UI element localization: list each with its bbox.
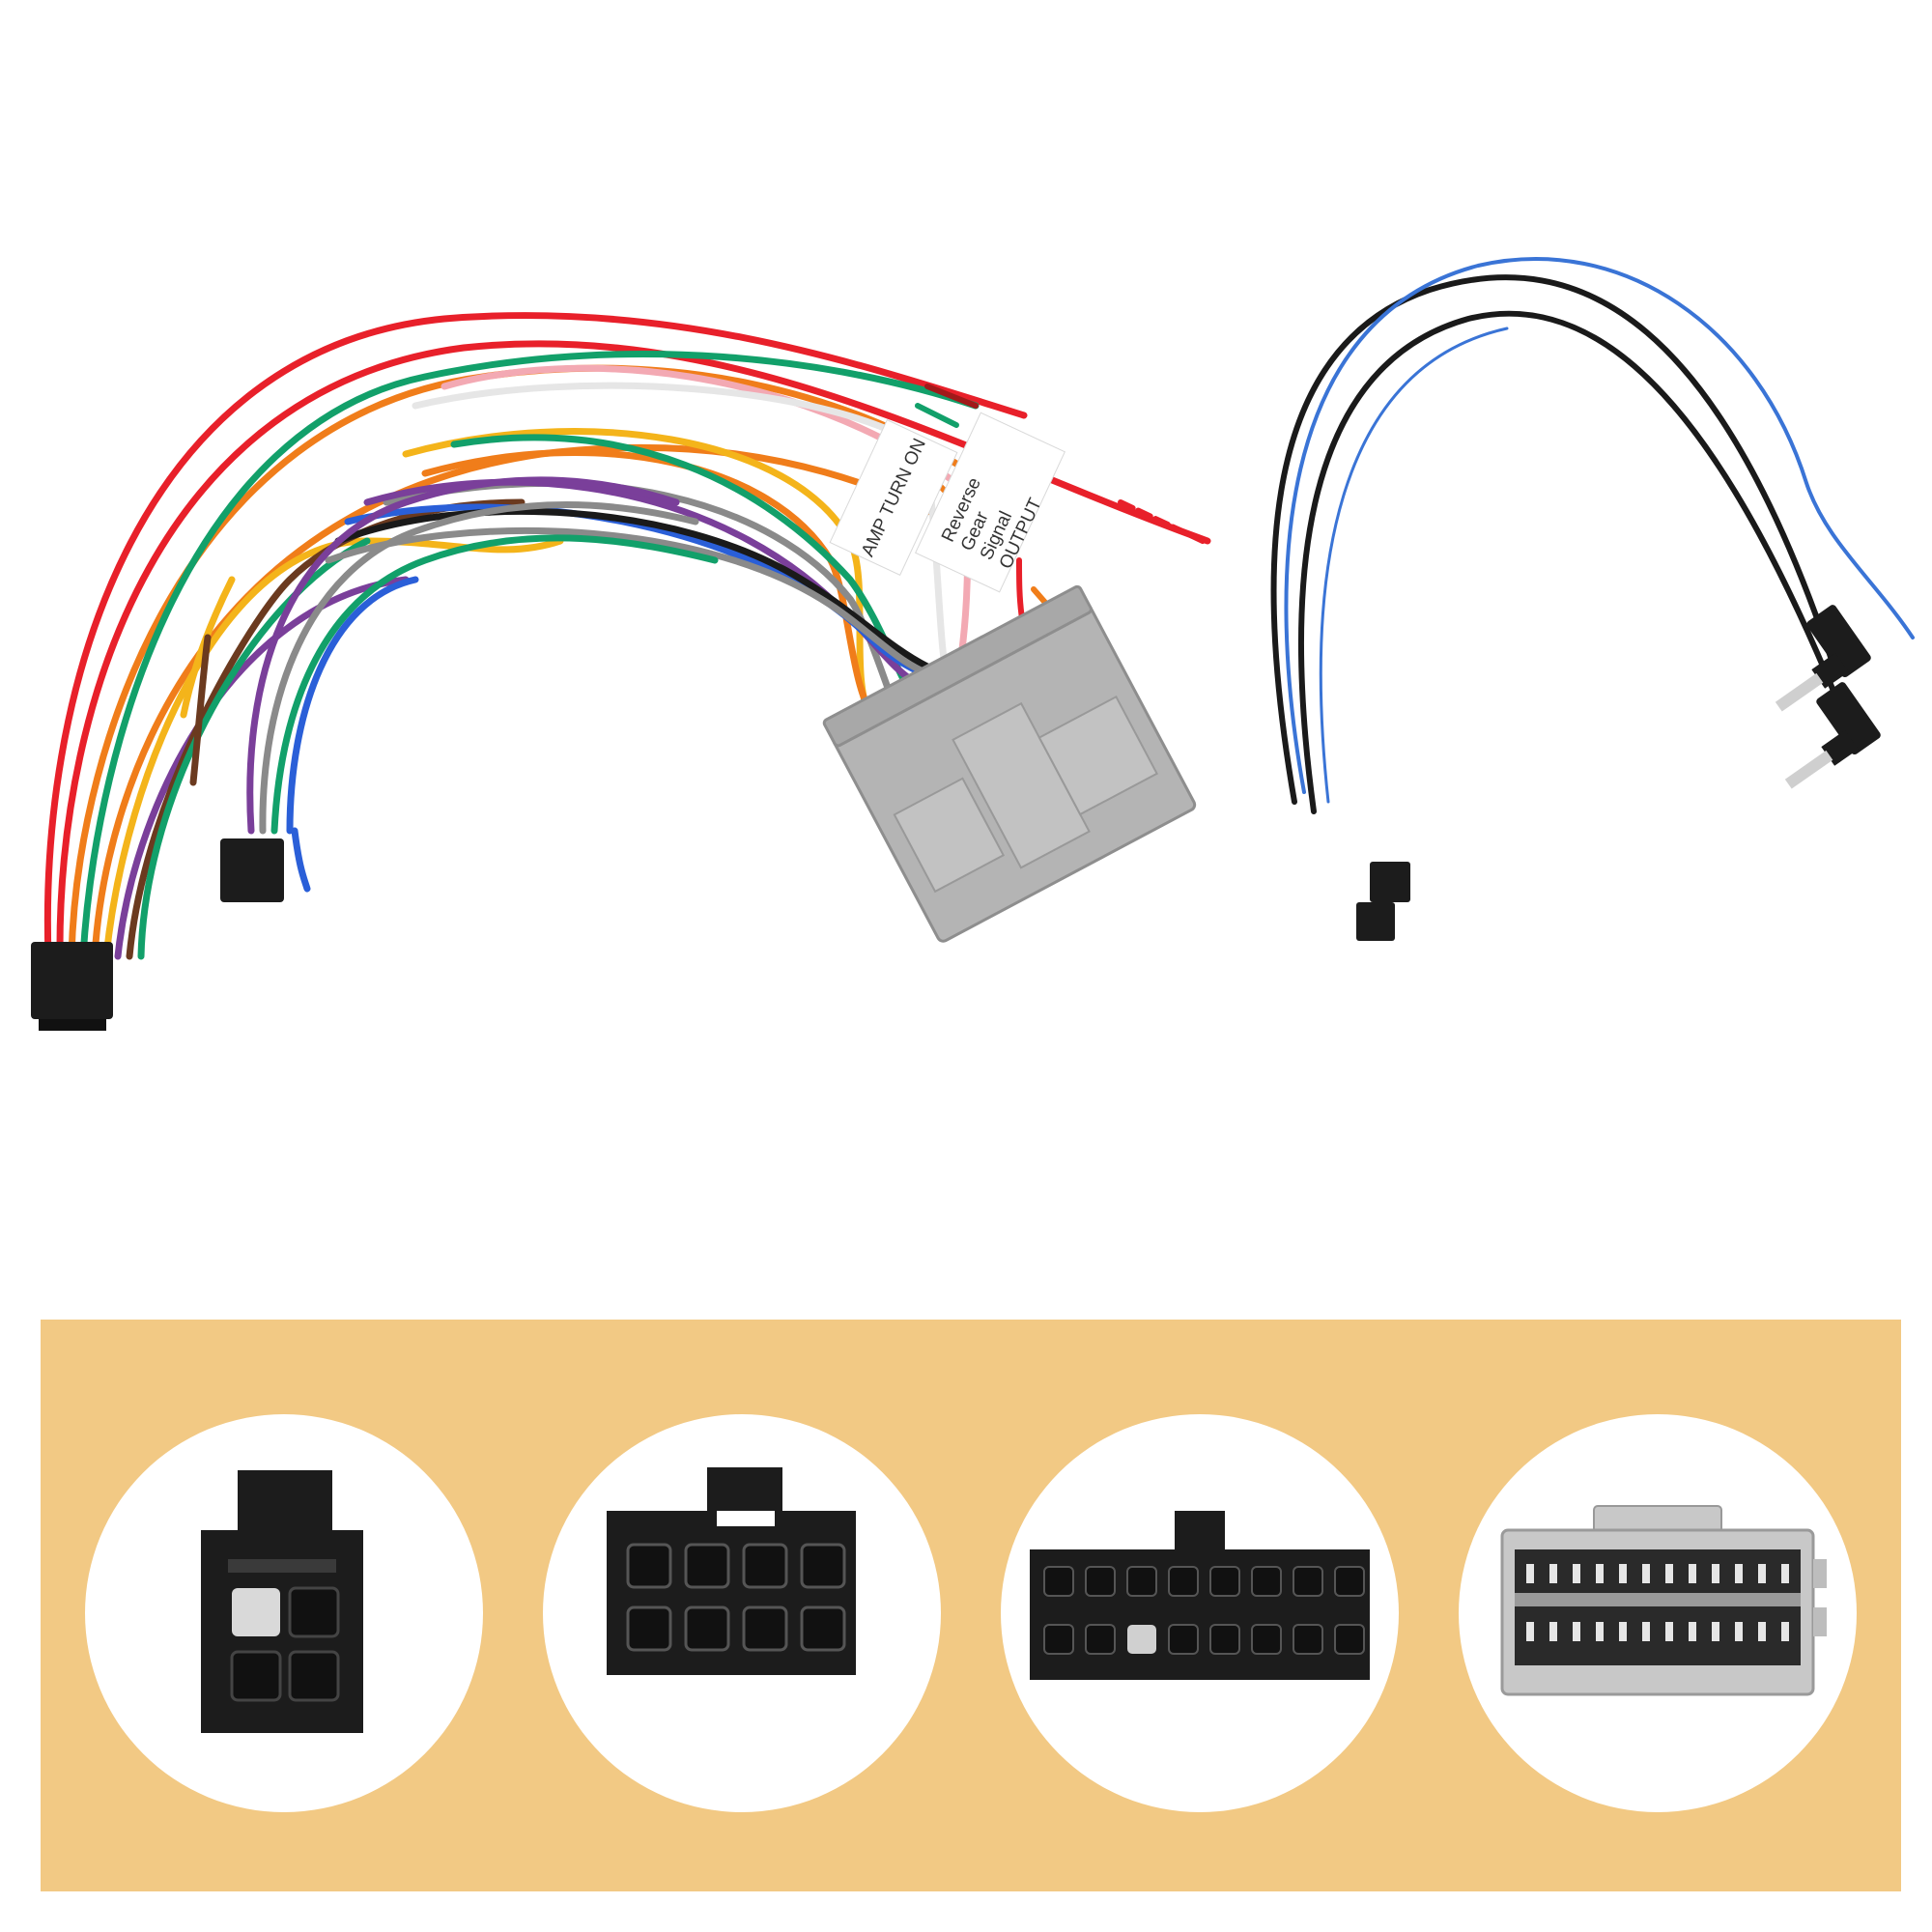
wire-brown-a [126, 498, 526, 960]
wire-orange-a [68, 364, 960, 960]
wire-brown-loose [189, 634, 212, 786]
connector-4-pin-icon [201, 1470, 363, 1733]
wire-yellow-a [102, 537, 564, 960]
black-16-pin-connector [31, 942, 113, 1031]
wire-black-a [334, 507, 931, 670]
wire-blue-b [286, 576, 419, 835]
wire-green-a [79, 351, 980, 960]
audio-plugs [1775, 605, 1881, 789]
connector-8-pin-circle [543, 1414, 941, 1812]
connector-8-pin-icon [607, 1467, 856, 1675]
wire-green-d [270, 534, 719, 835]
connector-16-pin-circle [1001, 1414, 1399, 1812]
connector-24-pin-grey-icon [1500, 1505, 1827, 1696]
wire-end-red-2 [1118, 499, 1206, 544]
connector-16-pin-icon [1030, 1511, 1370, 1680]
wire-red-a [43, 311, 1028, 960]
audio-blue-2 [1319, 327, 1509, 804]
wire-end-red-3 [1016, 557, 1025, 621]
grey-harness-connector [822, 584, 1197, 943]
main-harness-wires [43, 311, 1211, 960]
product-photo: AMP TURN ON Reverse Gear Signal OUTPUT [31, 257, 1915, 1031]
wire-white [412, 382, 951, 680]
audio-cable-wires [1270, 257, 1915, 814]
audio-black-2 [1298, 310, 1838, 814]
wire-orange-c [421, 449, 883, 728]
wire-grey-c [259, 501, 699, 835]
connector-4-pin-circle [85, 1414, 483, 1812]
audio-black-1 [1270, 274, 1833, 805]
wire-green-b [137, 537, 371, 960]
audio-small-connectors [1356, 862, 1410, 941]
wire-end-green-1 [915, 403, 959, 428]
wire-grey-b [325, 526, 941, 680]
wiring-harness-illustration: AMP TURN ON Reverse Gear Signal OUTPUT [31, 257, 1915, 1031]
wire-blue-loose [291, 827, 311, 893]
wire-yellow-b [402, 428, 873, 719]
connector-closeup-band [41, 1320, 1901, 1891]
audio-blue-1 [1284, 257, 1915, 794]
wire-purple-c [246, 476, 680, 835]
connector-24-pin-circle [1459, 1414, 1857, 1812]
black-8-pin-connector [220, 838, 284, 902]
wire-end-red-1 [924, 384, 979, 409]
